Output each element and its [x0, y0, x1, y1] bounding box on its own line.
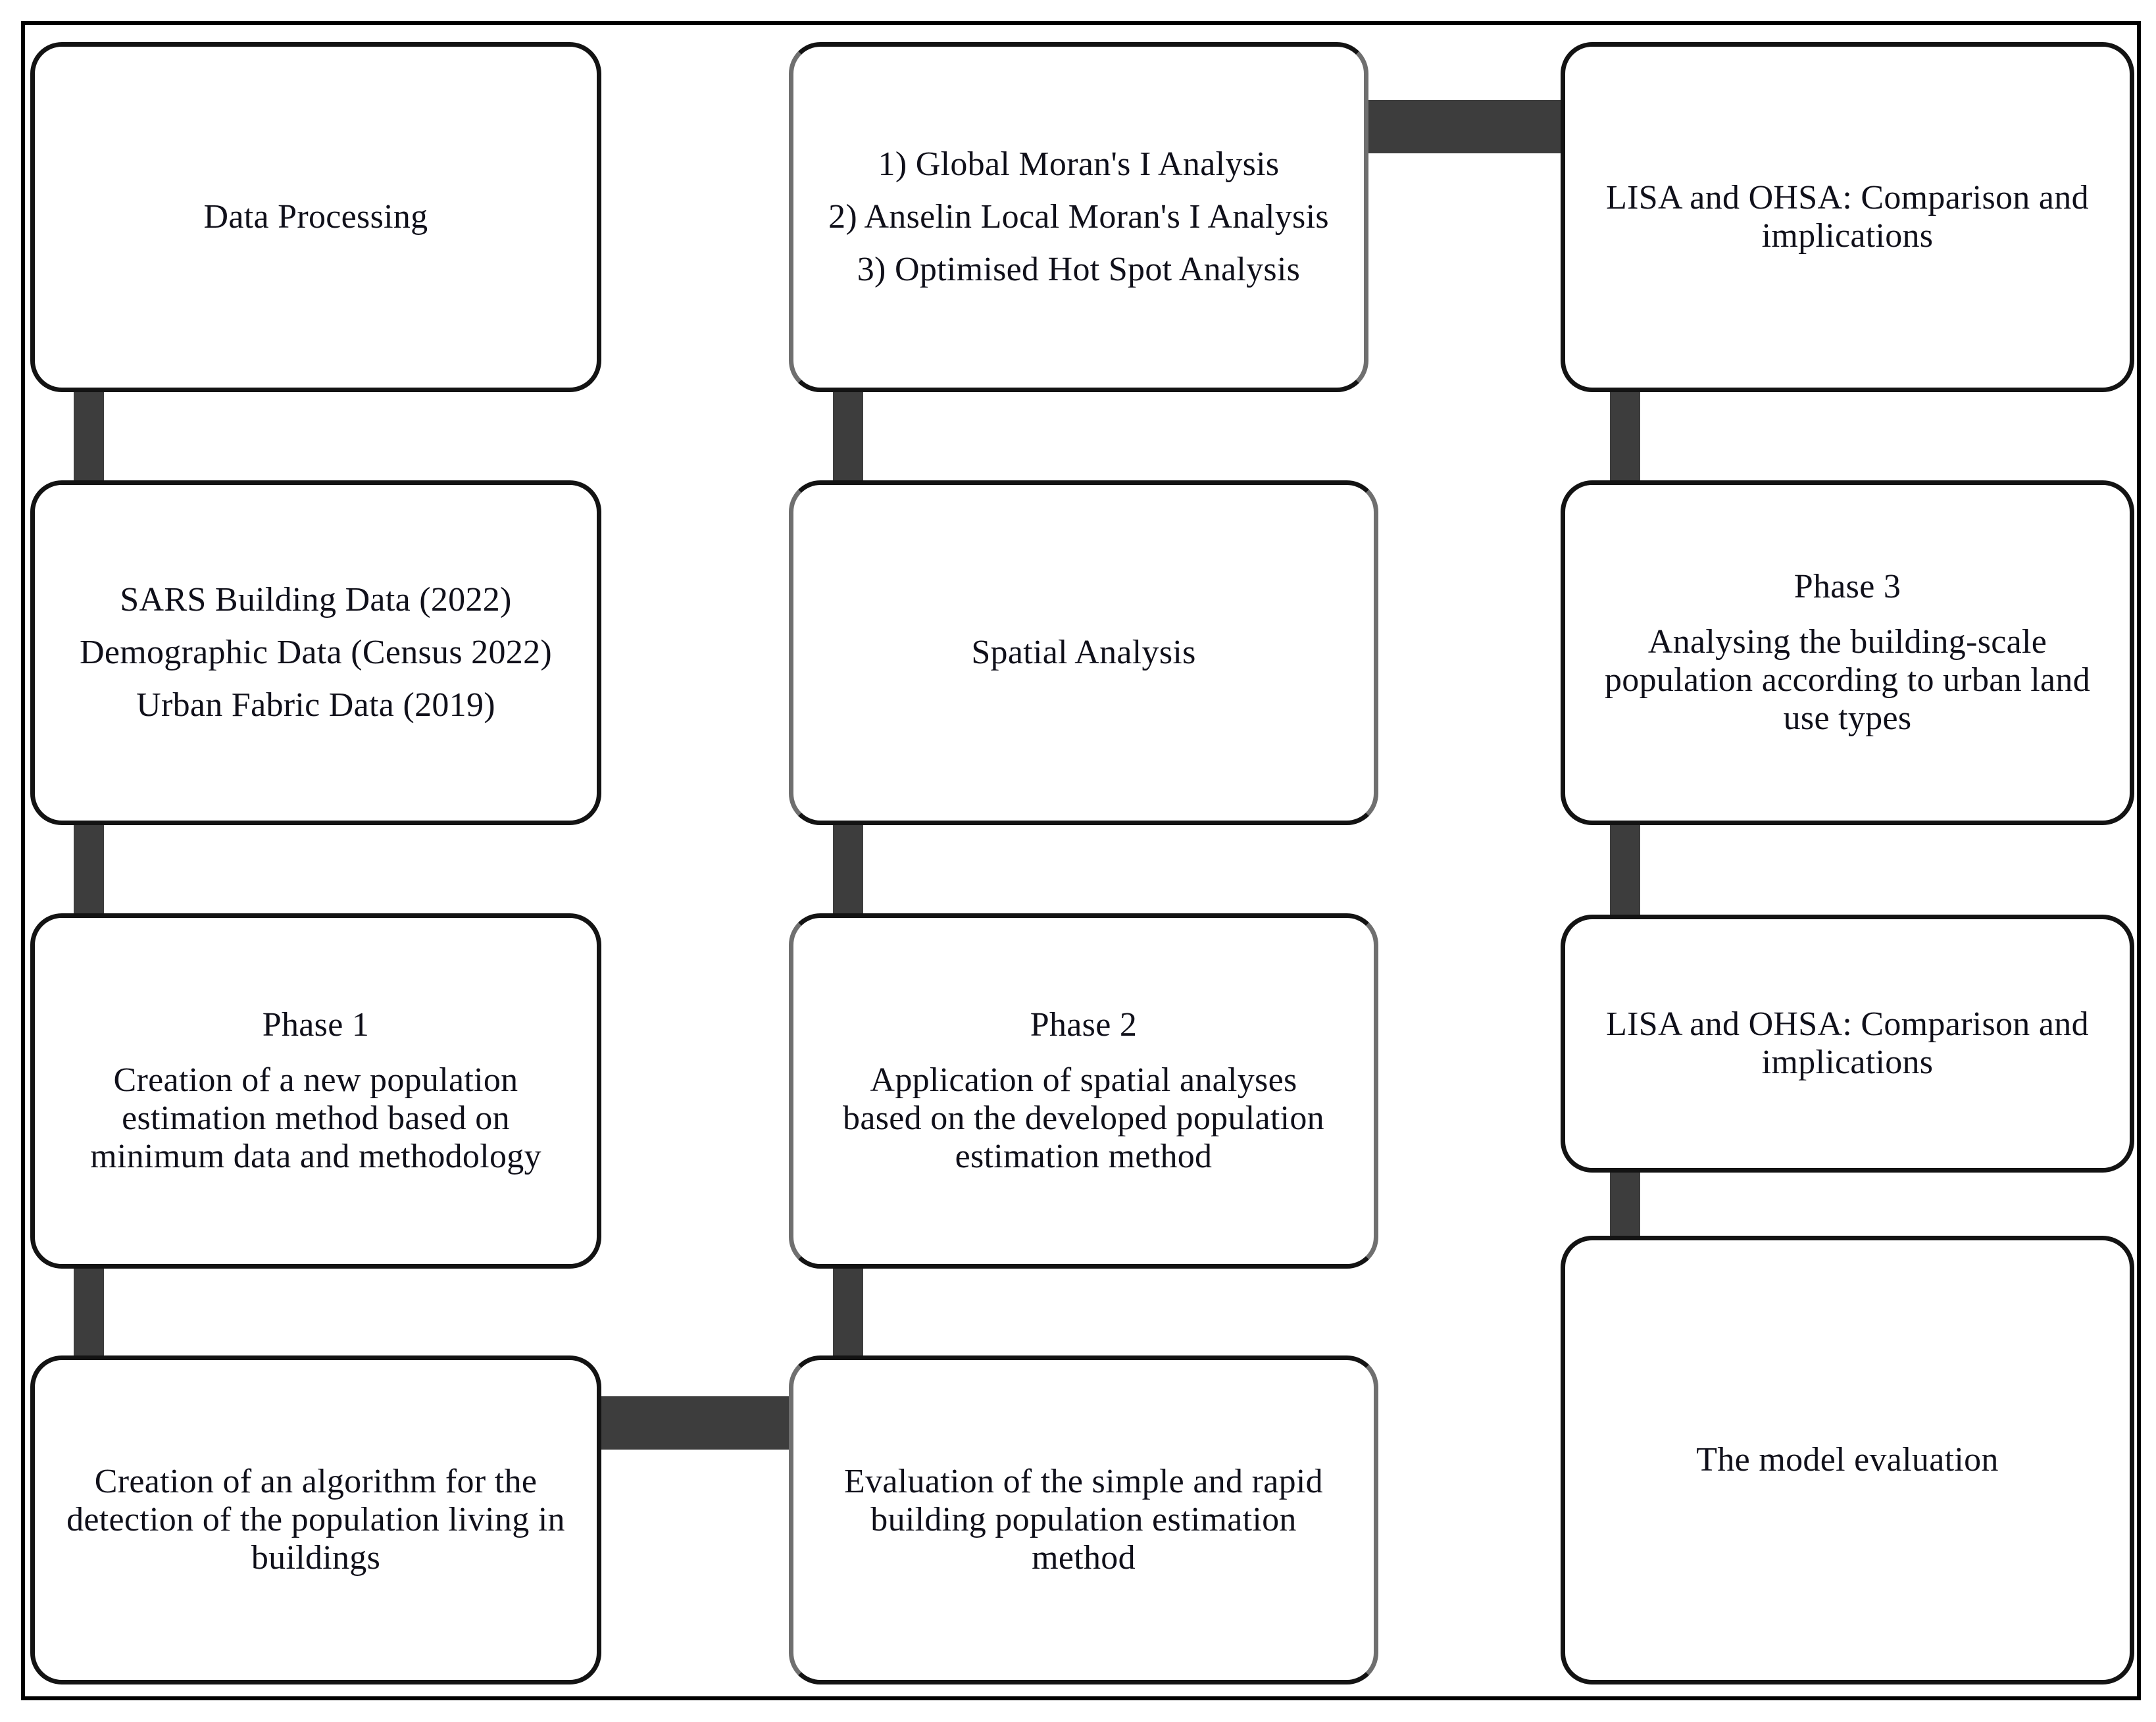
- box-algorithm-creation-text: Creation of an algorithm for the detecti…: [66, 1463, 565, 1577]
- box-phase-3-heading: Phase 3: [1793, 568, 1901, 605]
- box-phase-2: Phase 2 Application of spatial analyses …: [789, 913, 1378, 1269]
- box-data-processing-text: Data Processing: [203, 198, 428, 236]
- connector-l1-l2: [74, 386, 104, 487]
- box-phase-3-text: Analysing the building-scale population …: [1605, 623, 2090, 737]
- box-data-processing: Data Processing: [30, 42, 601, 392]
- connector-m1-r1: [1362, 100, 1567, 153]
- connector-r2-r3: [1610, 819, 1640, 921]
- box-spatial-analysis: Spatial Analysis: [789, 480, 1378, 825]
- box-phase-2-text: Application of spatial analyses based on…: [843, 1061, 1324, 1175]
- box-spatial-analysis-text: Spatial Analysis: [971, 634, 1196, 671]
- box-model-evaluation: The model evaluation: [1561, 1236, 2134, 1684]
- box-lisa-ohsa-top: LISA and OHSA: Comparison and implicatio…: [1561, 42, 2134, 392]
- box-model-evaluation-text: The model evaluation: [1696, 1441, 1999, 1479]
- box-spatial-analysis-methods: 1) Global Moran's I Analysis 2) Anselin …: [789, 42, 1368, 392]
- box-phase-1-text: Creation of a new population estimation …: [90, 1061, 541, 1175]
- connector-m3-m4: [833, 1262, 863, 1362]
- connector-m1-m2: [833, 386, 863, 487]
- connector-l2-l3: [74, 819, 104, 920]
- box-spatial-analysis-methods-text: 1) Global Moran's I Analysis 2) Anselin …: [828, 145, 1329, 288]
- connector-m2-m3: [833, 819, 863, 920]
- connector-l3-l4: [74, 1262, 104, 1362]
- box-algorithm-creation: Creation of an algorithm for the detecti…: [30, 1355, 601, 1684]
- connector-r1-r2: [1610, 386, 1640, 487]
- connector-l4-m4: [595, 1396, 795, 1450]
- box-method-evaluation: Evaluation of the simple and rapid build…: [789, 1355, 1378, 1684]
- box-phase-2-heading: Phase 2: [1030, 1006, 1138, 1044]
- figure-outer-frame: [21, 21, 2141, 1700]
- box-lisa-ohsa-top-text: LISA and OHSA: Comparison and implicatio…: [1606, 179, 2089, 255]
- box-input-datasets-text: SARS Building Data (2022) Demographic Da…: [79, 581, 553, 724]
- box-method-evaluation-text: Evaluation of the simple and rapid build…: [844, 1463, 1323, 1577]
- box-phase-1-heading: Phase 1: [262, 1006, 370, 1044]
- box-lisa-ohsa-bottom: LISA and OHSA: Comparison and implicatio…: [1561, 915, 2134, 1173]
- box-phase-1: Phase 1 Creation of a new population est…: [30, 913, 601, 1269]
- connector-r3-r4: [1610, 1166, 1640, 1242]
- box-phase-3: Phase 3 Analysing the building-scale pop…: [1561, 480, 2134, 825]
- box-lisa-ohsa-bottom-text: LISA and OHSA: Comparison and implicatio…: [1606, 1005, 2089, 1081]
- box-input-datasets: SARS Building Data (2022) Demographic Da…: [30, 480, 601, 825]
